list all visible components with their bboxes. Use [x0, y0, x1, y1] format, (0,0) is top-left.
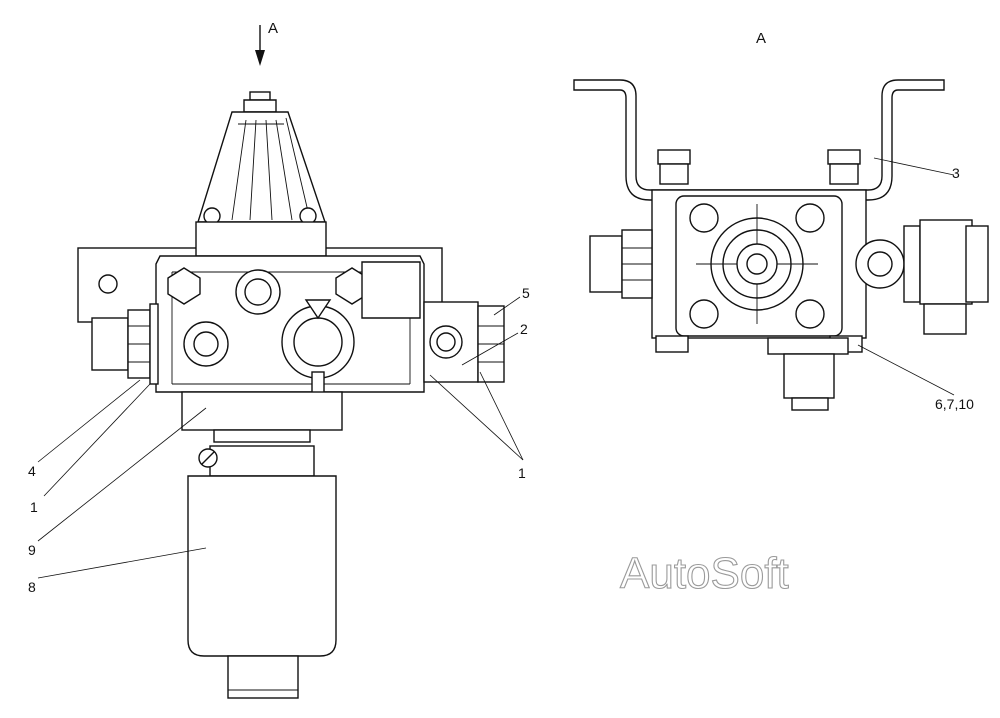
right-view-assembly	[573, 79, 989, 411]
left-view-assembly	[77, 25, 505, 699]
callout-5: 5	[522, 285, 530, 301]
view-label-left: A	[268, 20, 278, 37]
mounting-bracket	[573, 79, 945, 201]
rear-drain	[767, 337, 849, 411]
callout-2: 2	[520, 321, 528, 337]
valve-body-rear	[651, 189, 867, 353]
right-fitting	[423, 301, 505, 383]
bracket-nuts	[657, 149, 861, 185]
callout-1-left: 1	[30, 499, 38, 515]
watermark-text: AutoSoft	[620, 549, 789, 598]
left-fitting	[91, 303, 159, 385]
callout-6-7-10: 6,7,10	[935, 396, 974, 412]
callout-1-right: 1	[518, 465, 526, 481]
leader-lines	[37, 157, 955, 579]
filter-bowl	[187, 445, 337, 699]
view-direction-arrow	[255, 25, 265, 66]
callout-3: 3	[952, 165, 960, 181]
rear-right-fitting	[855, 219, 989, 335]
callout-8: 8	[28, 579, 36, 595]
rear-left-fitting	[589, 229, 653, 299]
view-label-right: A	[756, 30, 766, 47]
callout-4: 4	[28, 463, 36, 479]
callout-9: 9	[28, 542, 36, 558]
valve-body	[155, 255, 425, 443]
top-cap	[195, 91, 327, 257]
